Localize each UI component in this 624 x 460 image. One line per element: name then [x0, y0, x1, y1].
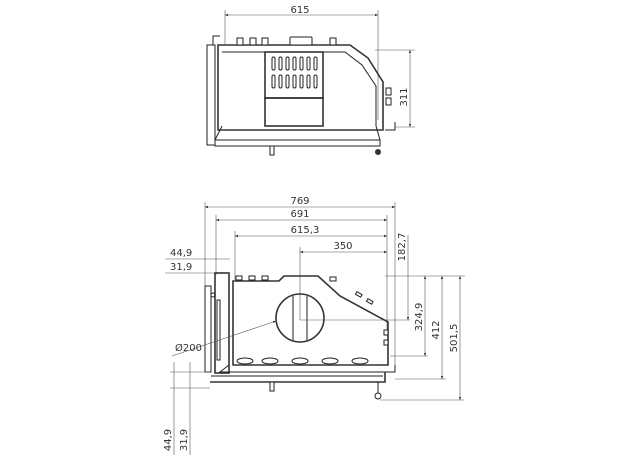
- dimension-615-3: 615,3: [291, 225, 320, 236]
- dimension-diameter-200: Ø200: [175, 342, 202, 354]
- dimension-691: 691: [290, 209, 309, 220]
- dimension-324-9: 324,9: [414, 303, 425, 332]
- dimension-615: 615: [290, 5, 309, 16]
- dimension-311: 311: [399, 87, 410, 106]
- firebox-outline: [232, 275, 389, 366]
- air-vents: [236, 357, 369, 365]
- dimension-44-9-left: 44,9: [170, 248, 192, 259]
- front-view: 769 691 615,3 350 44,9 31,9: [163, 196, 465, 455]
- dimension-501-5: 501,5: [449, 324, 460, 353]
- dimension-182-7: 182,7: [397, 233, 408, 262]
- left-frame: [206, 44, 216, 146]
- firebox-outline: [217, 44, 384, 131]
- dimension-350: 350: [333, 241, 352, 252]
- flue-outlet: [275, 293, 325, 343]
- dimension-769: 769: [290, 196, 309, 207]
- dimension-44-9-bottom: 44,9: [163, 429, 174, 451]
- top-view: 615 311: [206, 5, 415, 156]
- dimension-31-9-left: 31,9: [170, 262, 192, 273]
- front-frame: [214, 272, 230, 374]
- dimension-412: 412: [431, 320, 442, 339]
- dimension-31-9-bottom: 31,9: [179, 429, 190, 451]
